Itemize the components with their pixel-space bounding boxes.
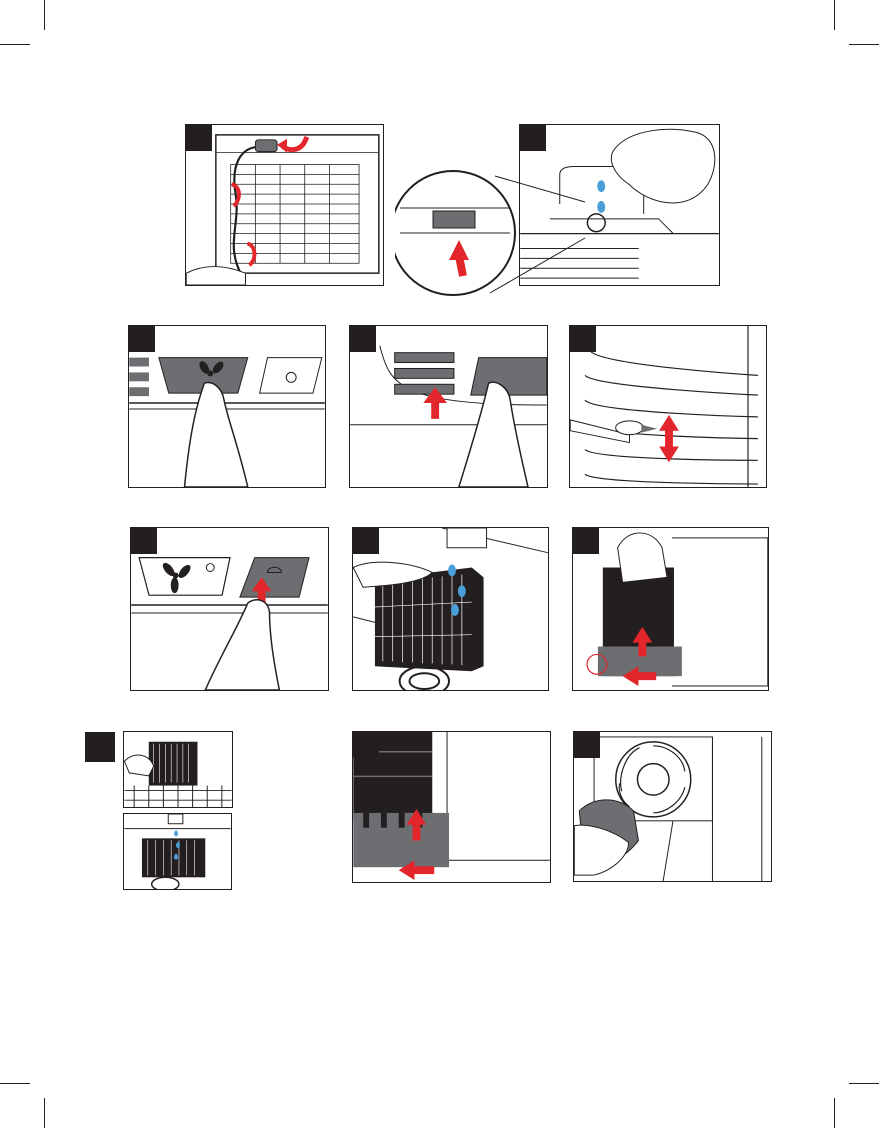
speed-indicator-icon bbox=[350, 326, 547, 487]
step-number-badge bbox=[350, 326, 376, 352]
crop-mark bbox=[44, 1098, 45, 1128]
crop-mark bbox=[849, 44, 879, 45]
filter-remove-icon bbox=[573, 528, 768, 690]
step-number-badge bbox=[520, 125, 546, 151]
step-2-zoom-inset bbox=[395, 168, 595, 298]
crop-mark bbox=[0, 44, 30, 45]
step-number-badge bbox=[574, 732, 600, 758]
step-9-panel-rinse bbox=[123, 813, 232, 890]
crop-mark bbox=[834, 0, 835, 30]
crop-mark bbox=[0, 1083, 30, 1084]
step-number-badge bbox=[85, 732, 115, 762]
step-8-panel bbox=[572, 527, 769, 691]
crop-mark bbox=[834, 1098, 835, 1128]
step-number-badge bbox=[570, 326, 596, 352]
step-7-panel bbox=[352, 527, 549, 691]
step-4-panel bbox=[349, 325, 548, 488]
step-number-badge bbox=[353, 732, 379, 758]
step-number-badge bbox=[131, 528, 157, 554]
filter-rinse-icon bbox=[353, 528, 548, 690]
step-number-badge bbox=[129, 326, 155, 352]
crop-mark bbox=[44, 0, 45, 30]
filter-insert-icon bbox=[353, 732, 550, 882]
step-1-panel bbox=[185, 124, 384, 286]
fan-wipe-icon bbox=[574, 732, 771, 881]
step-11-panel bbox=[573, 731, 772, 882]
step-number-badge bbox=[353, 528, 379, 554]
power-cord-plug-icon bbox=[186, 125, 383, 285]
step-10-panel bbox=[352, 731, 551, 883]
step-9-panel-dishwasher bbox=[123, 731, 233, 808]
light-button-press-icon bbox=[131, 528, 328, 690]
step-3-panel bbox=[128, 325, 326, 488]
filter-wash-icon bbox=[124, 732, 232, 807]
step-6-panel bbox=[130, 527, 329, 691]
step-5-panel bbox=[569, 325, 767, 488]
fan-button-press-icon bbox=[129, 326, 325, 487]
crop-mark bbox=[849, 1083, 879, 1084]
step-number-badge bbox=[186, 125, 212, 151]
step-number-badge bbox=[573, 528, 599, 554]
louver-adjust-icon bbox=[570, 326, 766, 487]
